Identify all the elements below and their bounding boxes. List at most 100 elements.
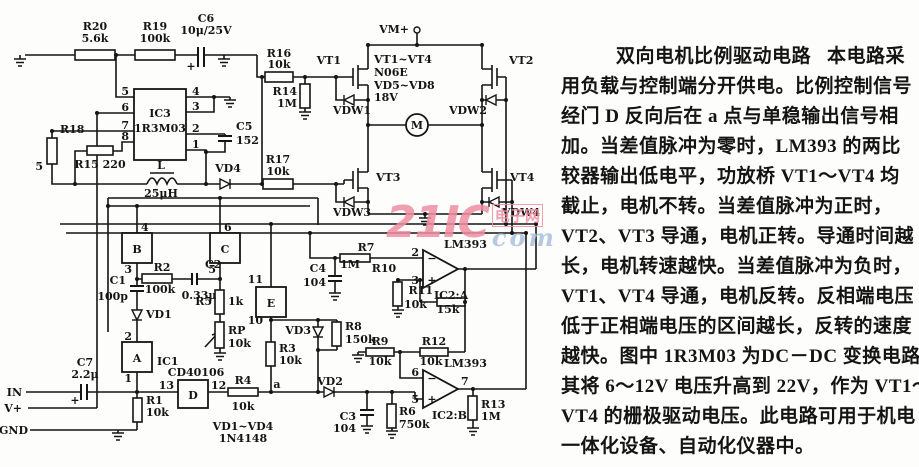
schematic-label: 12 [211,379,226,392]
schematic-label: 2.2μ [71,368,98,381]
schematic-label: VT2 [508,54,533,67]
description-line: 越快。图中 1R3M03 为DC－DC 变换电路， [561,346,919,367]
schematic-label: C1 [110,274,126,287]
schematic-label: LM393 [444,357,487,370]
gate-E [255,286,287,318]
schematic-label: 6 [121,101,129,114]
schematic-label: 10k [404,298,427,311]
schematic-label: VDW4 [501,206,540,219]
schematic-label: 10k [267,165,290,178]
diode-VD4 [219,178,231,190]
schematic-label: 5 [411,393,419,406]
schematic-label: VD5~VD8 [373,79,435,92]
schematic-label: LM393 [444,238,487,251]
resistor-R9 [365,347,395,357]
schematic-label: C [221,243,230,256]
resistor-R3 [265,341,276,367]
schematic-label: 1N4148 [219,432,268,445]
resistor-R17 [262,178,294,190]
schematic-label: R3 [279,342,296,355]
schematic-label: 150k [345,333,376,346]
resistor-R18 [46,137,58,165]
schematic-label: 1R3M03 [134,122,186,135]
schematic-label: C5 [236,120,252,133]
schematic-label: VD3 [284,324,311,337]
gate-D [177,379,209,409]
schematic-label: VDW2 [448,104,487,117]
schematic-label: VM+ [378,23,409,36]
diode-VD1 [131,309,143,321]
schematic-label: 1M [481,410,501,423]
schematic-label: 10k [228,337,251,350]
description-line: 截止，电机不转。当差值脉冲为正时， [561,196,893,217]
schematic-label: R9 [372,335,389,348]
schematic-label: R2 [154,261,171,274]
description-line: 长，电机转速越快。当差值脉冲为负时， [561,256,913,277]
diode-VDW4 [488,196,500,208]
schematic-label: CD40106 [168,366,225,379]
schematic-label: R1 [146,394,163,407]
mosfet-VT1 [343,64,369,90]
schematic-label: 3 [124,263,132,276]
schematic-label: VT1 [316,54,341,67]
description-line: 经门 D 反向后在 a 点与单稳输出信号相 [561,106,899,127]
schematic-label: R15 220 [74,158,126,171]
description-line: 双向电机比例驱动电路本电路采 [561,42,916,72]
schematic-label: R19 [143,20,167,33]
resistor-R16 [264,71,294,83]
schematic-label: 1 [124,372,132,385]
comparator-IC2A [422,248,460,290]
description-line: 加。当差值脉冲为零时，LM393 的两比 [561,136,901,157]
resistors [46,49,478,429]
schematic-label: 1M [277,97,297,110]
schematic-label: L [157,159,165,172]
inductor-L [146,177,178,187]
resistor-R10 [392,281,403,307]
schematic-label: 10μ/25V [180,24,232,37]
gate-B [121,232,153,264]
schematic-label: R12 [422,335,446,348]
ic3-body [133,88,187,161]
schematic-label: R20 [83,20,108,33]
capacitor-plates [80,47,374,416]
schematic-label: VT1~VT4 [373,53,432,66]
circuit-schematic: R205.6kR19100kC610μ/25V+R1610kR141MVT1VM… [0,12,540,445]
gate-A [121,341,153,373]
schematic-label: VDW3 [332,206,371,219]
schematic-label: 2 [411,246,419,259]
wire-gates-section [26,197,423,433]
resistor-R6 [386,403,397,429]
schematic-label: R13 [481,398,505,411]
schematic-label: a [273,378,280,391]
schematic-label: C7 [77,356,93,369]
schematic-label: 104 [333,422,356,435]
schematic-label: E [267,297,275,310]
schematic-label: + [70,394,79,407]
schematic-label: VT4 [509,171,535,184]
schematic-label: 10k [268,58,291,71]
schematic-label: 7 [461,375,469,388]
description-line: VT1、VT4 导通，电机反转。反相端电压 [561,286,915,307]
schematic-label: 2 [124,330,132,343]
resistor-R2 [141,273,173,284]
comparator-IC2B [422,368,460,410]
schematic-label: 10k [146,406,169,419]
description-line: 用负载与控制端分开供电。比例控制信号 [561,76,913,97]
resistor-R19 [134,49,176,61]
schematic-label: 6 [411,366,419,379]
schematic-label: 152 [236,134,259,147]
schematic-label: 2 [192,122,200,135]
schematic-label: 8 [121,130,129,143]
schematic-label: A [132,352,142,365]
resistor-R20 [74,49,116,61]
schematic-label: VD1 [145,308,172,321]
schematic-label: R5 [195,295,212,308]
resistor-R8 [331,321,342,347]
schematic-label: 0.33μ [182,289,217,302]
description-line: VT2、VT3 导通，电机正转。导通时间越 [561,226,915,247]
schematic-label: IN [7,386,22,399]
schematic-label: 5 [35,160,43,173]
description-line: VT4 的栅极驱动电压。此电路可用于机电 [561,406,916,427]
schematic-label: 1M [340,258,360,271]
schematic-label: 10k [369,355,392,368]
